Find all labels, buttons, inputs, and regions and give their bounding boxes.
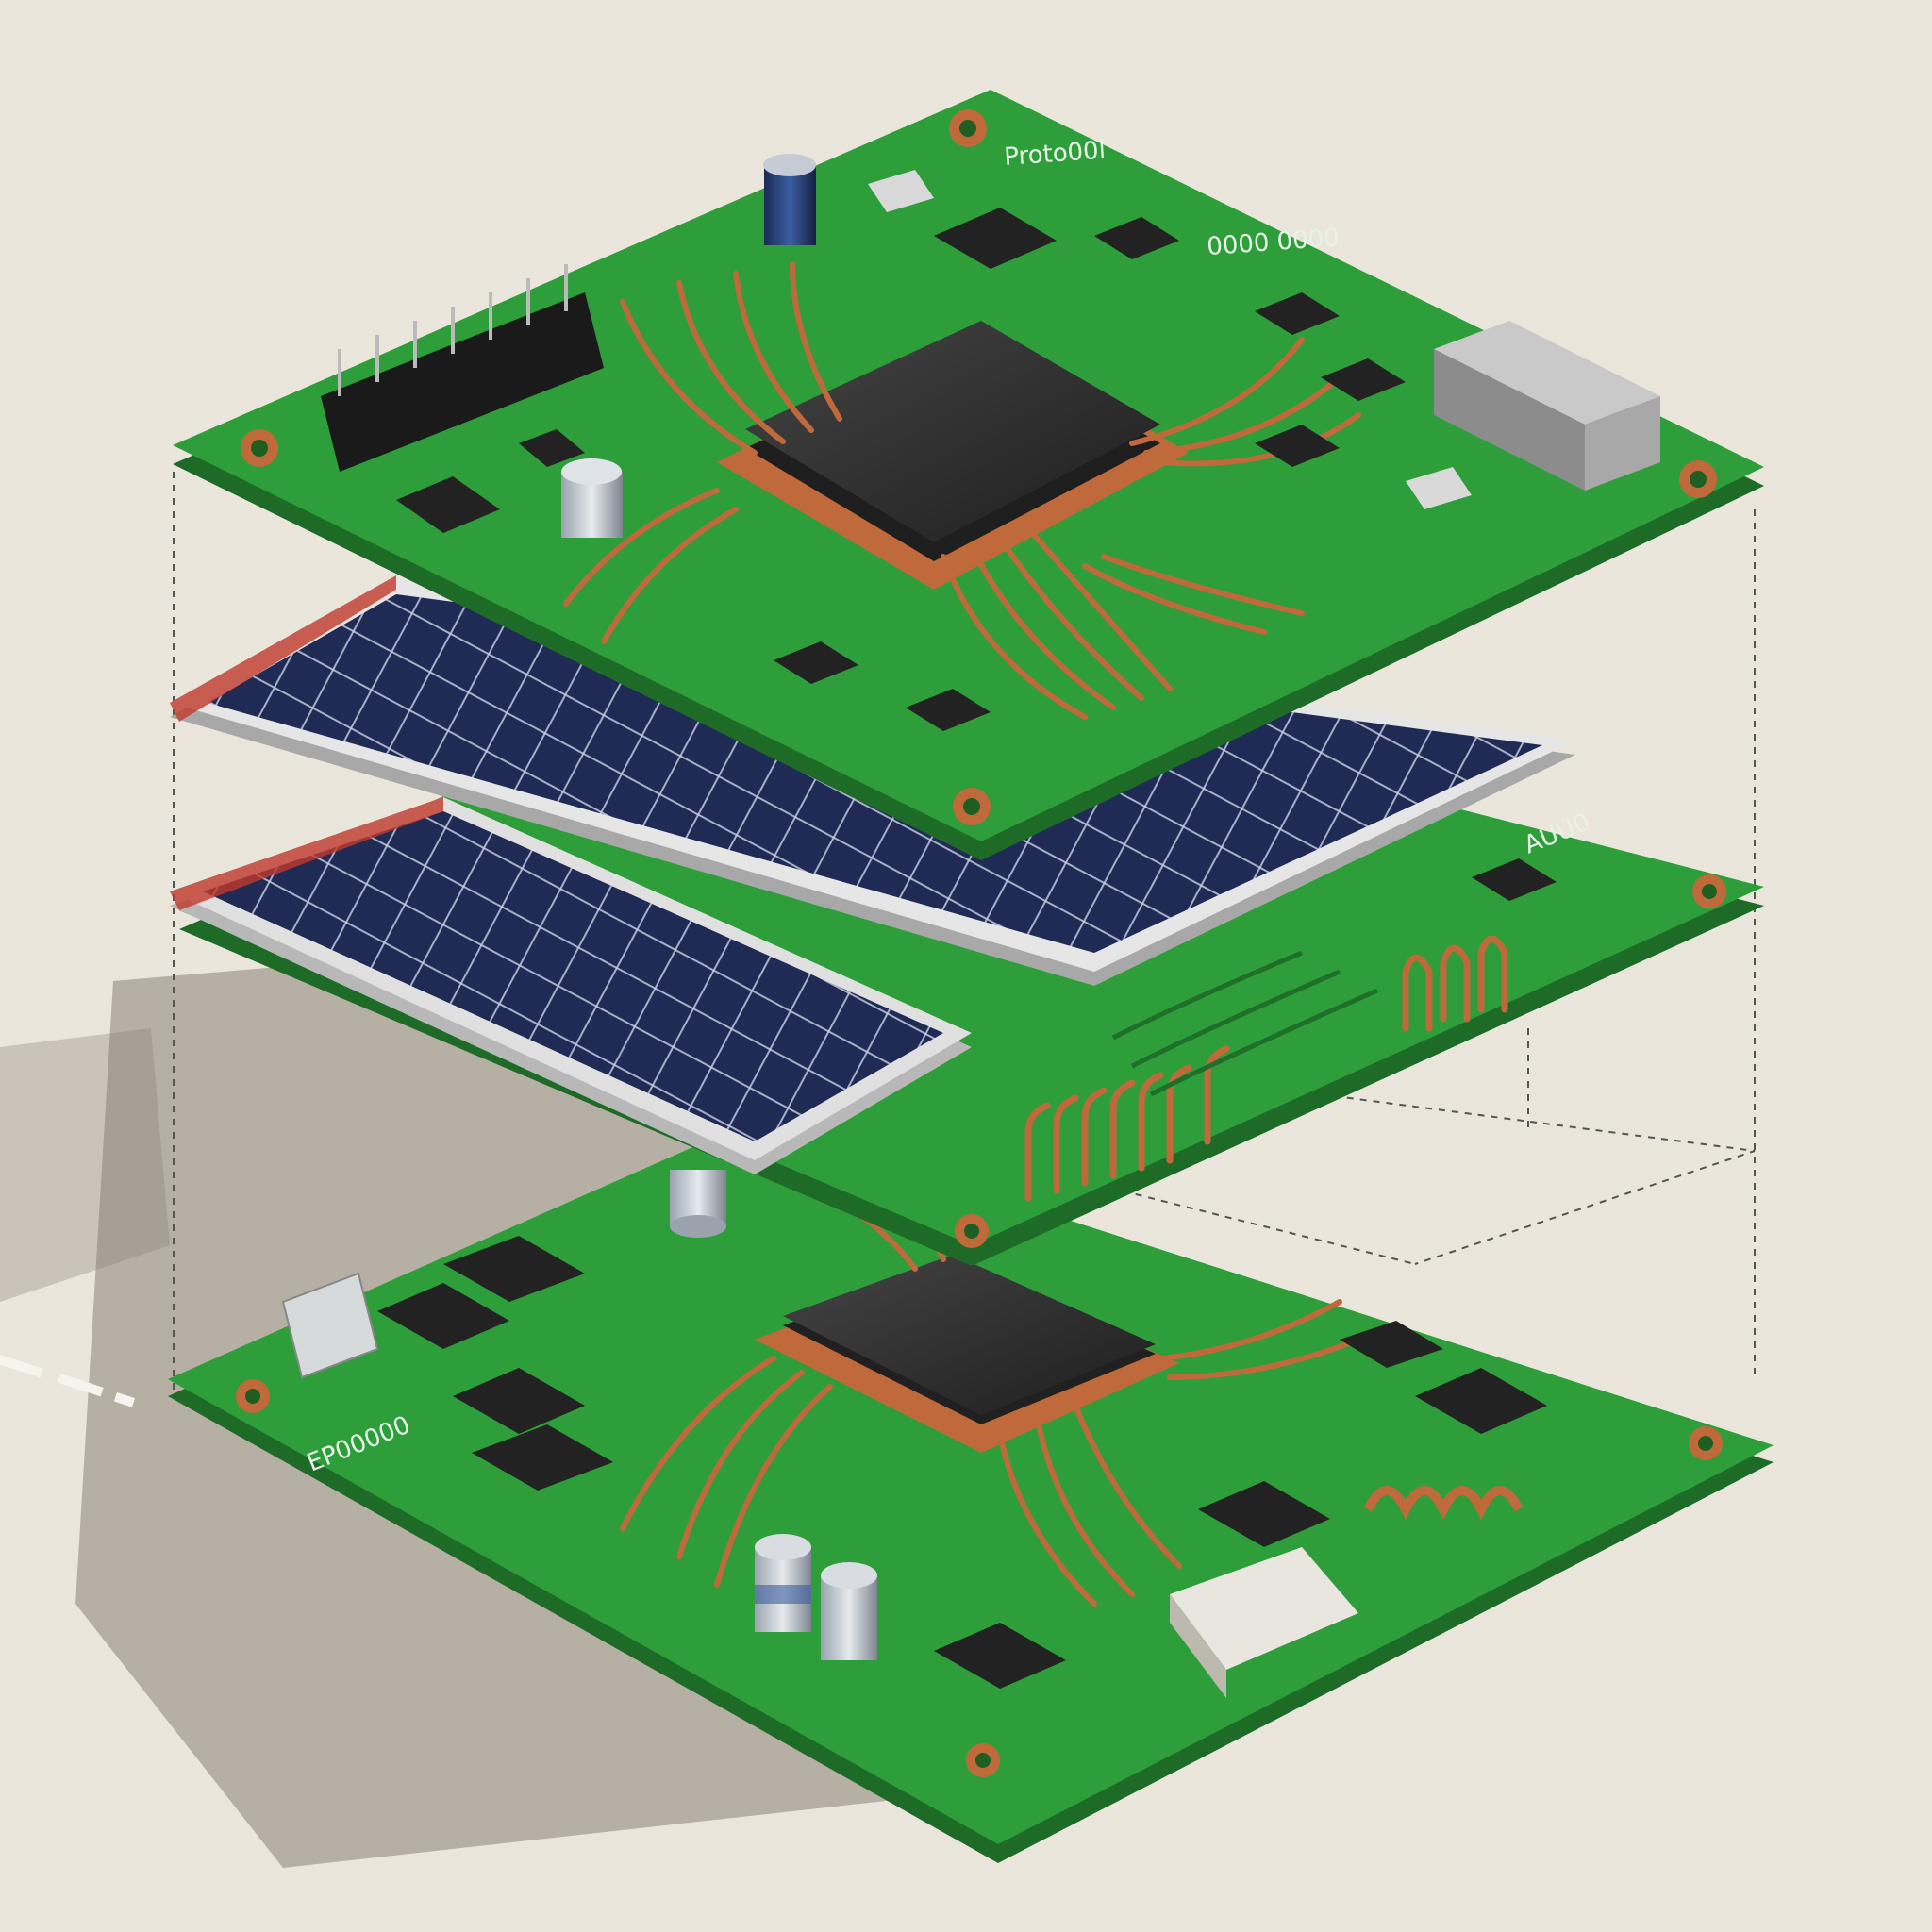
motion-dashes bbox=[0, 1355, 136, 1407]
connector-white bbox=[1170, 1547, 1358, 1698]
standoff-post bbox=[670, 1170, 726, 1238]
pin-header-clear bbox=[281, 1272, 379, 1379]
ic-chip bbox=[377, 1236, 1547, 1689]
ethernet-connector bbox=[1434, 321, 1660, 491]
copper-traces-bottom bbox=[620, 1167, 1361, 1607]
coil-traces bbox=[1363, 1486, 1524, 1521]
copper-traces-middle bbox=[1024, 935, 1508, 1202]
copper-traces-top bbox=[563, 261, 1361, 720]
ic-chip bbox=[1472, 858, 1557, 901]
bottom-pcb: EP00000 bbox=[168, 1120, 1774, 1863]
microcontroller-chip-top bbox=[717, 321, 1189, 590]
smd-component bbox=[1406, 467, 1472, 509]
ic-chip bbox=[396, 208, 1406, 731]
top-pcb: Proto00l 0000 0000 bbox=[173, 90, 1764, 860]
capacitor bbox=[755, 1534, 877, 1660]
top-board-label: Proto00l bbox=[1003, 137, 1106, 172]
capacitor bbox=[561, 154, 816, 538]
solar-panel-lower bbox=[170, 797, 972, 1174]
smd-component bbox=[868, 170, 934, 212]
pin-header bbox=[321, 264, 604, 472]
